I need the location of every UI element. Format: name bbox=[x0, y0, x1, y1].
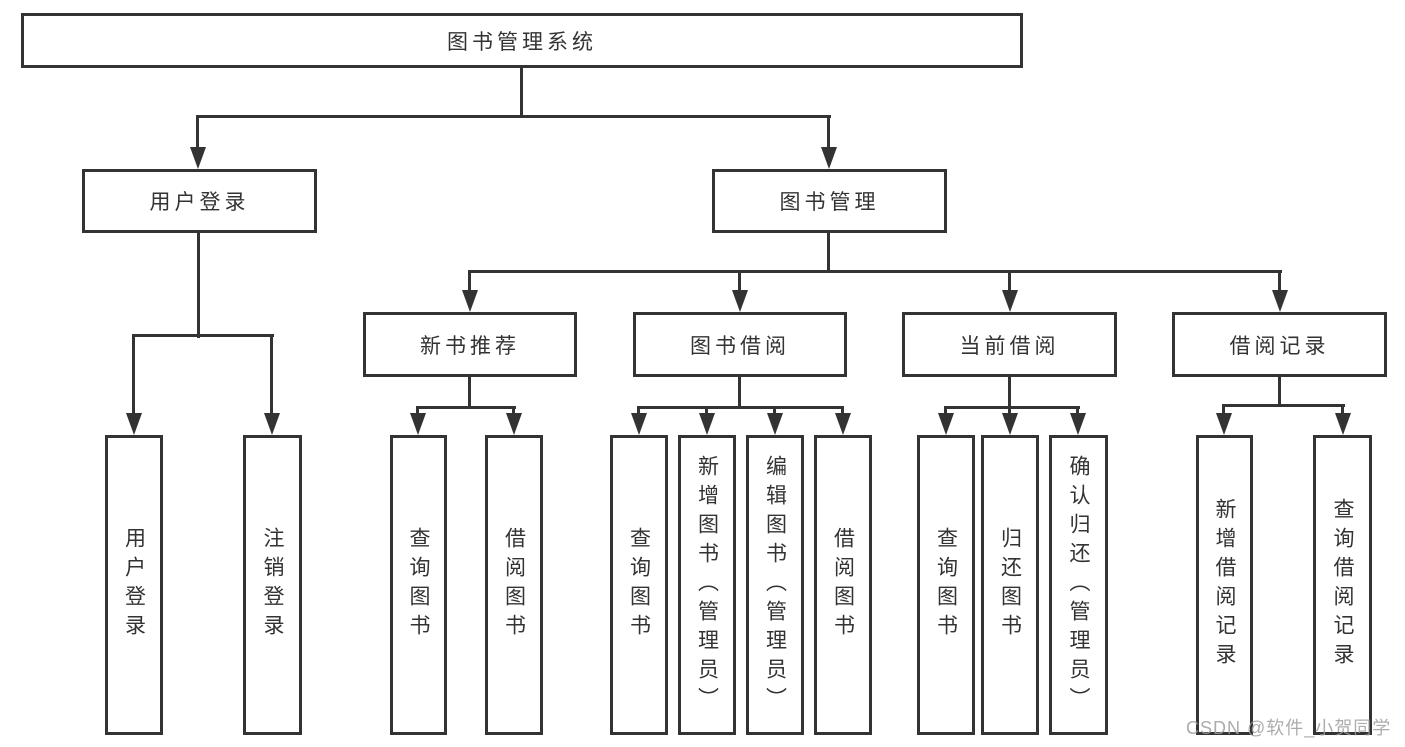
arrowhead-add-record bbox=[1216, 413, 1232, 435]
arrowhead-confirm-return bbox=[1070, 413, 1086, 435]
arrowhead-add-book bbox=[699, 413, 715, 435]
arrowhead-borrow-books bbox=[835, 413, 851, 435]
node-borrow-records-label: 借阅记录 bbox=[1229, 334, 1330, 358]
connector-book-borrow-stub bbox=[738, 377, 741, 409]
leaf-edit-book-admin-label: 编辑图书（管理员） bbox=[763, 454, 787, 716]
connector-stem-add-record bbox=[1222, 404, 1225, 415]
node-user-login-label: 用户登录 bbox=[149, 191, 250, 214]
arrowhead-user-login bbox=[190, 147, 206, 169]
leaf-logout-label: 注销登录 bbox=[261, 527, 284, 643]
arrowhead-query-record bbox=[1335, 413, 1351, 435]
arrowhead-leaf-logout bbox=[264, 413, 280, 435]
leaf-edit-book-admin: 编辑图书（管理员） bbox=[746, 435, 804, 735]
connector-stem-confirm-return bbox=[1076, 406, 1079, 416]
leaf-return-books: 归还图书 bbox=[981, 435, 1039, 735]
csdn-watermark: CSDN @软件_小贺同学 bbox=[1186, 718, 1392, 738]
connector-book-management-stub bbox=[827, 233, 830, 273]
leaf-borrow-query-books-label: 查询图书 bbox=[627, 527, 651, 643]
connector-stem-newbook-borrow bbox=[512, 406, 515, 416]
connector-borrow-records-stub bbox=[1278, 377, 1281, 407]
leaf-borrow-borrow-books: 借阅图书 bbox=[814, 435, 872, 735]
connector-stem-borrow-records bbox=[1278, 270, 1281, 292]
leaf-add-borrow-record: 新增借阅记录 bbox=[1196, 435, 1253, 735]
node-current-borrow-label: 当前借阅 bbox=[959, 334, 1060, 358]
node-new-book-recommend-label: 新书推荐 bbox=[420, 334, 520, 358]
connector-stem-current-query bbox=[944, 406, 947, 416]
node-root-label: 图书管理系统 bbox=[447, 30, 597, 54]
connector-stem-new-book bbox=[468, 270, 471, 292]
leaf-confirm-return-admin: 确认归还（管理员） bbox=[1049, 435, 1108, 735]
connector-stem-add-book bbox=[705, 406, 708, 416]
arrowhead-return-books bbox=[1002, 413, 1018, 435]
node-new-book-recommend: 新书推荐 bbox=[363, 312, 577, 377]
node-borrow-records: 借阅记录 bbox=[1172, 312, 1387, 377]
arrowhead-current-query bbox=[938, 413, 954, 435]
leaf-add-book-admin-label: 新增图书（管理员） bbox=[695, 454, 719, 716]
arrowhead-book-borrow bbox=[732, 290, 748, 312]
leaf-borrow-borrow-books-label: 借阅图书 bbox=[831, 527, 855, 643]
connector-stem-user-login bbox=[196, 115, 199, 149]
leaf-query-borrow-record: 查询借阅记录 bbox=[1313, 435, 1372, 735]
leaf-newbook-borrow-books: 借阅图书 bbox=[485, 435, 543, 735]
connector-stem-edit-book bbox=[773, 406, 776, 416]
arrowhead-borrow-query bbox=[631, 413, 647, 435]
arrowhead-new-book bbox=[462, 290, 478, 312]
leaf-current-query-books: 查询图书 bbox=[917, 435, 975, 735]
leaf-newbook-borrow-books-label: 借阅图书 bbox=[502, 527, 526, 643]
connector-stem-borrow-books bbox=[841, 406, 844, 416]
leaf-confirm-return-admin-label: 确认归还（管理员） bbox=[1067, 454, 1090, 716]
arrowhead-leaf-user-login bbox=[126, 413, 142, 435]
connector-stem-newbook-query bbox=[416, 406, 419, 416]
arrowhead-newbook-borrow bbox=[506, 413, 522, 435]
leaf-user-login-label: 用户登录 bbox=[122, 527, 146, 643]
connector-stem-leaf-user-login bbox=[132, 334, 135, 415]
leaf-borrow-query-books: 查询图书 bbox=[610, 435, 668, 735]
node-current-borrow: 当前借阅 bbox=[902, 312, 1117, 377]
node-book-borrow: 图书借阅 bbox=[633, 312, 847, 377]
arrowhead-edit-book bbox=[767, 413, 783, 435]
leaf-add-book-admin: 新增图书（管理员） bbox=[678, 435, 736, 735]
connector-user-login-stub bbox=[197, 233, 200, 338]
leaf-user-login: 用户登录 bbox=[105, 435, 163, 735]
node-book-management-label: 图书管理 bbox=[779, 191, 880, 214]
leaf-return-books-label: 归还图书 bbox=[998, 527, 1022, 643]
connector-stem-book-borrow bbox=[738, 270, 741, 292]
leaf-add-borrow-record-label: 新增借阅记录 bbox=[1213, 498, 1236, 672]
connector-level2-hline bbox=[197, 115, 831, 118]
node-user-login: 用户登录 bbox=[82, 169, 317, 233]
connector-book-borrow-hline bbox=[637, 406, 844, 409]
connector-level3-hline bbox=[469, 270, 1282, 273]
arrowhead-newbook-query bbox=[410, 413, 426, 435]
arrowhead-current-borrow bbox=[1002, 290, 1018, 312]
connector-stem-borrow-query bbox=[637, 406, 640, 416]
leaf-query-borrow-record-label: 查询借阅记录 bbox=[1331, 498, 1354, 672]
leaf-newbook-query-books: 查询图书 bbox=[390, 435, 447, 735]
arrowhead-book-management bbox=[821, 147, 837, 169]
connector-current-borrow-stub bbox=[1008, 377, 1011, 409]
connector-user-login-hline bbox=[132, 334, 274, 337]
connector-new-book-hline bbox=[416, 406, 516, 409]
node-root: 图书管理系统 bbox=[21, 13, 1023, 68]
connector-stem-return-books bbox=[1008, 406, 1011, 416]
connector-current-borrow-hline bbox=[944, 406, 1080, 409]
connector-stem-query-record bbox=[1341, 404, 1344, 415]
node-book-management: 图书管理 bbox=[712, 169, 947, 233]
connector-stem-book-management bbox=[827, 115, 830, 149]
connector-new-book-stub bbox=[468, 377, 471, 409]
connector-borrow-records-hline bbox=[1222, 404, 1345, 407]
arrowhead-borrow-records bbox=[1272, 290, 1288, 312]
leaf-newbook-query-books-label: 查询图书 bbox=[407, 527, 430, 643]
leaf-logout: 注销登录 bbox=[243, 435, 302, 735]
node-book-borrow-label: 图书借阅 bbox=[690, 334, 790, 358]
connector-root-stub bbox=[520, 68, 523, 117]
connector-stem-current-borrow bbox=[1008, 270, 1011, 292]
connector-stem-leaf-logout bbox=[270, 334, 273, 415]
leaf-current-query-books-label: 查询图书 bbox=[934, 527, 958, 643]
